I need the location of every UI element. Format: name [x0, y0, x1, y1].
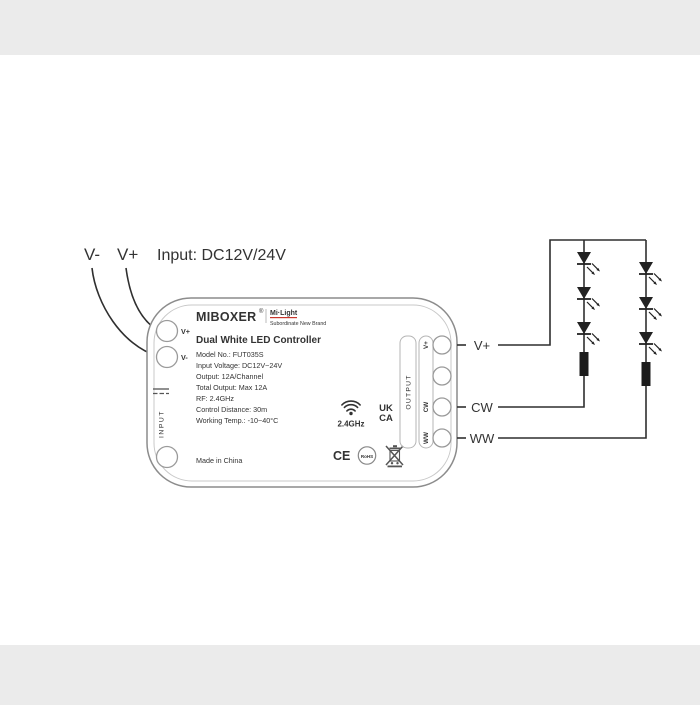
ce-mark: CE: [333, 449, 350, 463]
spec-model: Model No.: FUT035S: [196, 350, 264, 359]
spec-rf: RF: 2.4GHz: [196, 394, 234, 403]
input-section-label: INPUT: [158, 410, 165, 438]
terminal-hole-v-plus: [155, 319, 179, 343]
pin-label-v-plus: V+: [181, 327, 190, 336]
screw-hole: [155, 445, 179, 469]
terminal-hole-v-minus: [155, 345, 179, 369]
rf-frequency-label: 2.4GHz: [337, 420, 364, 429]
spec-total-output: Total Output: Max 12A: [196, 383, 267, 392]
terminal-hole-out-4: [432, 428, 452, 448]
made-in-label: Made in China: [196, 456, 242, 465]
terminal-hole-out-3: [432, 397, 452, 417]
spec-list: Model No.: FUT035S Input Voltage: DC12V~…: [196, 350, 282, 425]
resistor-icon: [579, 352, 589, 376]
weee-bin-icon: [385, 445, 404, 468]
wire-label-v-plus: V+: [474, 338, 490, 353]
spec-output: Output: 12A/Channel: [196, 372, 264, 381]
supply-v-plus-label: V+: [117, 245, 138, 264]
pin-label-out-v-plus: V+: [423, 341, 430, 349]
spec-working-temp: Working Temp.: -10~40°C: [196, 416, 278, 425]
pin-label-v-minus: V-: [181, 353, 188, 362]
dc-voltage-icon: [153, 388, 169, 395]
led-string-2-return: [498, 386, 647, 439]
sub-brand-underline: [270, 317, 297, 319]
led-string-1: [576, 251, 601, 376]
spec-control-distance: Control Distance: 30m: [196, 405, 267, 414]
rohs-mark-circle: [357, 446, 377, 465]
brand-block: MIBOXER ® Mi·Light Subordinate New Brand: [196, 308, 326, 327]
brand-logo-text: MIBOXER: [196, 310, 256, 324]
wifi-icon-dot: [349, 411, 353, 416]
supply-v-minus-label: V-: [84, 245, 100, 264]
pin-label-out-ww: WW: [423, 432, 430, 444]
output-terminal-block: OUTPUT V+ CW WW: [399, 335, 452, 449]
output-pin-label-strip: [418, 335, 434, 449]
sub-brand-tagline: Subordinate New Brand: [270, 321, 326, 327]
product-title: Dual White LED Controller: [196, 335, 321, 346]
wire-label-ww: WW: [470, 431, 495, 446]
output-label-box: [399, 335, 417, 449]
input-terminal-block: V+ V- INPUT: [153, 319, 190, 469]
registered-mark: ®: [259, 308, 264, 315]
ukca-mark-bottom: CA: [379, 413, 393, 424]
sub-brand-text: Mi·Light: [270, 310, 298, 317]
controller-outline: [146, 297, 458, 488]
led-string-2: [638, 261, 663, 386]
output-section-label: OUTPUT: [405, 374, 412, 409]
spec-input-voltage: Input Voltage: DC12V~24V: [196, 361, 282, 370]
rohs-mark-text: RoHS: [361, 454, 373, 459]
ukca-mark-top: UK: [379, 403, 393, 414]
terminal-hole-out-1: [432, 335, 452, 355]
wifi-icon: [341, 400, 361, 412]
resistor-icon: [641, 362, 651, 386]
wire-label-cw: CW: [471, 400, 493, 415]
terminal-hole-out-2: [432, 366, 452, 386]
wire-v-plus-feed: [498, 239, 646, 346]
wire-v-minus: [91, 267, 158, 357]
led-string-1-return: [498, 376, 585, 408]
certification-icons: 2.4GHz UK CA CE RoHS: [333, 400, 404, 468]
pin-label-out-cw: CW: [423, 402, 430, 413]
supply-voltage-label: Input: DC12V/24V: [157, 247, 286, 264]
